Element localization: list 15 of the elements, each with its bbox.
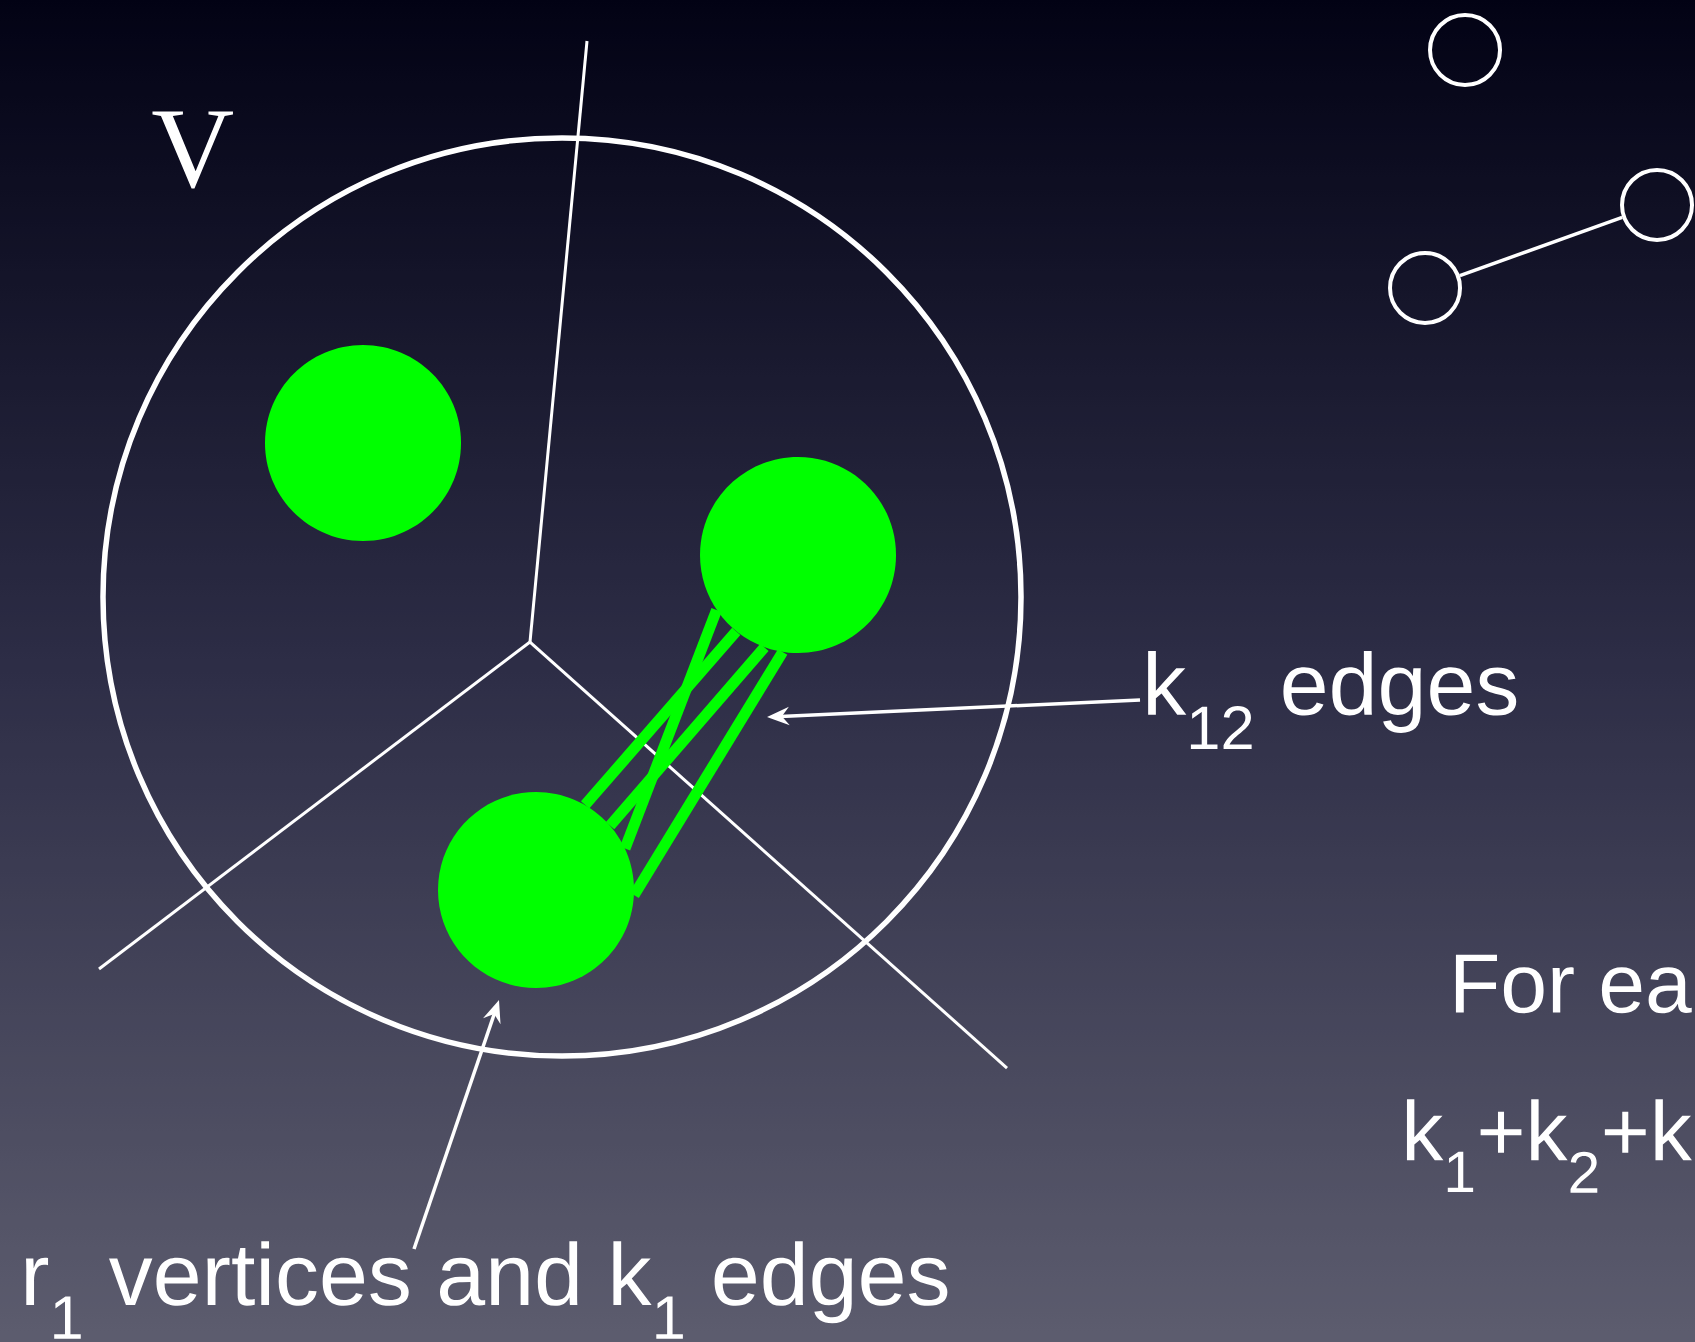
connecting-line xyxy=(580,627,741,809)
connecting-line xyxy=(1459,215,1623,278)
vertex-circle xyxy=(1620,168,1694,242)
set-label: V xyxy=(152,111,233,189)
callout-text: k$_{12}$ edges xyxy=(1148,650,1517,750)
vertex-circle xyxy=(1388,251,1462,325)
vertex-cluster xyxy=(700,457,896,653)
connecting-line xyxy=(605,643,769,830)
cut-off-text: k$_{1}$+k$_{2}$+k xyxy=(1406,1099,1692,1193)
cut-off-text: For ea xyxy=(1455,954,1692,1014)
vertex-cluster xyxy=(438,792,634,988)
callout-text: r$_{1}$ vertices and k$_{1}$ edges xyxy=(26,1241,948,1339)
vertex-cluster xyxy=(265,345,461,541)
vertex-circle xyxy=(1428,13,1502,87)
connecting-line xyxy=(619,607,722,851)
